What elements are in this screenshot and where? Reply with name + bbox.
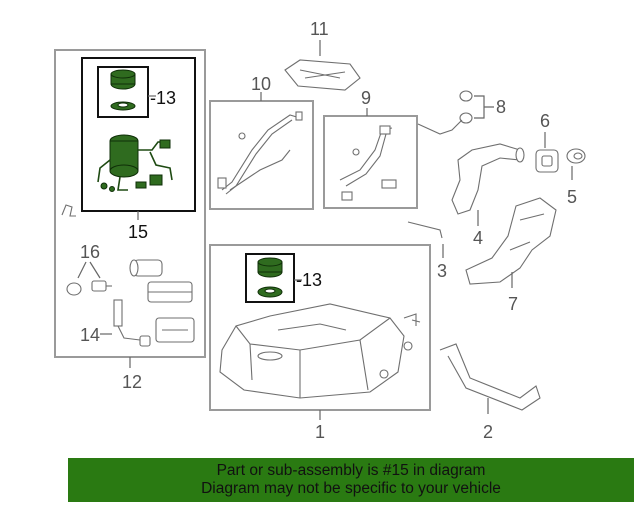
callout-4: 4: [473, 228, 483, 248]
callout-10: 10: [251, 74, 271, 94]
fuel-pump-module-15[interactable]: [97, 134, 173, 192]
part-3-hose[interactable]: [407, 221, 443, 239]
part-7-shield[interactable]: [465, 197, 557, 285]
parts-diagram: 12 -13 15 16: [54, 19, 586, 442]
callout-15: 15: [128, 222, 148, 242]
callout-14: 14: [80, 325, 100, 345]
part-8-clamps[interactable]: [417, 90, 473, 135]
callout-16: 16: [80, 242, 100, 262]
part-5-fuel-cap[interactable]: [566, 148, 586, 164]
group-9-frame: [323, 115, 418, 209]
part-6-cap-housing[interactable]: [535, 149, 559, 173]
part-13-upper-green[interactable]: [110, 69, 136, 111]
group-12-frame: [54, 49, 206, 358]
part-13-box-upper[interactable]: [97, 66, 149, 118]
callout-12: 12: [122, 372, 142, 392]
part-16[interactable]: [66, 280, 112, 296]
evap-canister[interactable]: [129, 259, 195, 343]
fuel-tank[interactable]: [219, 303, 421, 399]
diagram-notice-banner: Part or sub-assembly is #15 in diagram D…: [68, 458, 634, 502]
notice-line-1: Part or sub-assembly is #15 in diagram: [216, 462, 486, 479]
clip-icon: [61, 204, 76, 217]
part-13-lower-green[interactable]: [257, 257, 283, 298]
part-10-lines[interactable]: [217, 111, 303, 195]
callout-7: 7: [508, 294, 518, 314]
callout-6: 6: [540, 111, 550, 131]
notice-line-2: Diagram may not be specific to your vehi…: [201, 480, 501, 497]
part-9-lines[interactable]: [339, 125, 397, 201]
callout-13-upper: -13: [150, 88, 176, 108]
callout-5: 5: [567, 187, 577, 207]
part-14-sensor[interactable]: [113, 299, 151, 347]
callout-3: 3: [437, 261, 447, 281]
part-4-filler-pipe[interactable]: [451, 143, 525, 215]
callout-8: 8: [496, 97, 506, 117]
callout-1: 1: [315, 422, 325, 442]
callout-11: 11: [310, 19, 329, 39]
callout-13-lower: -13: [296, 270, 322, 290]
part-13-box-lower[interactable]: [245, 253, 295, 303]
callout-2: 2: [483, 422, 493, 442]
callout-9: 9: [361, 88, 371, 108]
part-2-strap[interactable]: [439, 343, 541, 411]
